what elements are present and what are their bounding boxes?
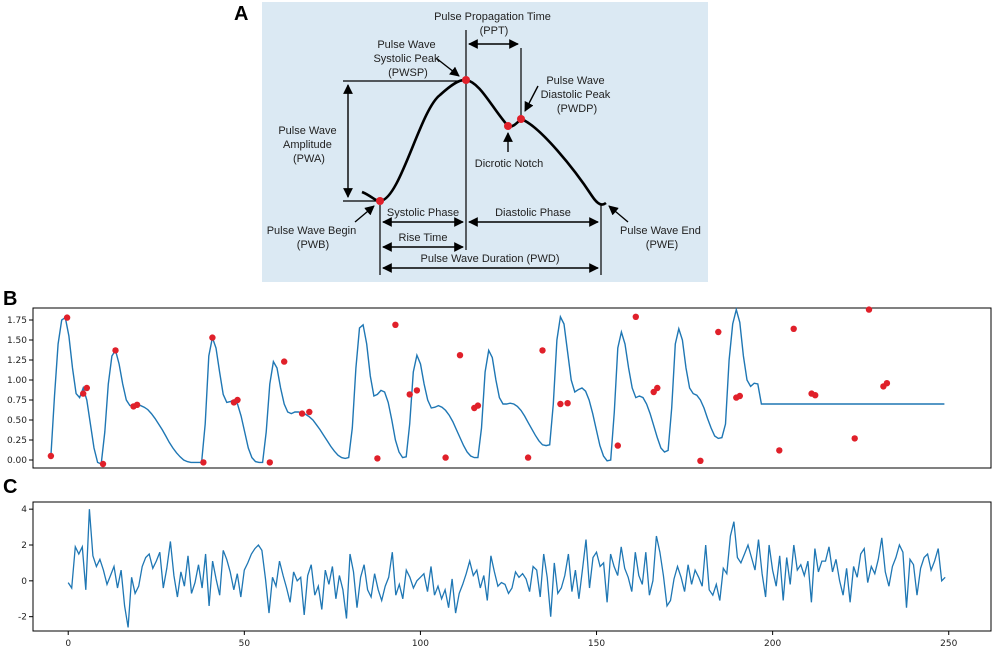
panel-b-key-point: [632, 313, 639, 320]
panel-b-frame: [32, 307, 992, 469]
ppt-label: Pulse Propagation Time (PPT): [434, 11, 554, 37]
panel-letter-b: B: [3, 288, 17, 310]
pwe-label: Pulse Wave End (PWE): [620, 225, 704, 251]
pwe-pointer: [608, 205, 629, 223]
panel-a-diagram: Pulse Propagation Time (PPT) Pulse Wave …: [262, 2, 708, 282]
panel-b-y-tick-label: 0.25: [7, 436, 27, 446]
panel-b-key-point: [281, 358, 288, 365]
panel-b-key-point: [306, 408, 313, 416]
panel-b-key-point: [133, 401, 141, 408]
panel-b-key-point: [736, 392, 743, 400]
dicrotic-notch-label: Dicrotic Notch: [475, 158, 543, 170]
panel-b-key-point: [406, 391, 413, 398]
panel-b-key-point: [812, 392, 819, 399]
panel-b-key-point: [865, 306, 873, 313]
panel-b-y-tick-label: 0.75: [7, 396, 27, 406]
panel-c-y-tick-label: 2: [21, 541, 27, 551]
panel-b-key-point: [539, 347, 546, 354]
diastolic-phase-label: Diastolic Phase: [495, 207, 571, 219]
rise-time-label: Rise Time: [399, 232, 448, 244]
panel-b-key-point: [474, 402, 482, 409]
panel-b-series-line: [50, 306, 945, 466]
panel-b-key-point: [209, 334, 216, 341]
panel-c-x-tick-label: 150: [588, 639, 605, 649]
panel-b-key-point: [697, 457, 704, 464]
pwdp-marker: [517, 115, 525, 123]
panel-b-y-tick-label: 1.00: [7, 376, 27, 386]
panel-b-y-tick-label: 0.00: [7, 456, 27, 466]
panel-b-y-tick-label: 1.50: [7, 336, 27, 346]
panel-b-key-point: [392, 321, 399, 328]
panel-b-key-point: [851, 435, 858, 442]
pulse-waveform: [361, 78, 607, 206]
pwd-label: Pulse Wave Duration (PWD): [421, 253, 560, 265]
panel-b-y-tick-label: 1.75: [7, 316, 27, 326]
panel-letter-c: C: [3, 476, 17, 498]
panel-c-frame: [32, 501, 992, 632]
pwdp-pointer: [524, 85, 539, 112]
pwb-pointer: [354, 205, 375, 223]
panel-c-y-tick-label: 4: [21, 505, 27, 515]
panel-c-y-tick-label: 0: [21, 577, 27, 587]
panel-b-key-point: [614, 442, 621, 449]
panel-c-y-ticks: -2 0 2 4: [18, 505, 33, 623]
pwb-label: Pulse Wave Begin (PWB): [267, 225, 360, 251]
dicrotic-notch-marker: [504, 122, 512, 130]
pwb-marker: [376, 197, 384, 205]
panel-b-y-ticks: 0.00 0.25 0.50 0.75 1.00 1.25 1.50 1.75: [7, 316, 33, 466]
pwsp-pointer: [435, 57, 460, 77]
panel-b-key-point: [456, 352, 464, 359]
panel-c-x-tick-label: 0: [65, 639, 71, 649]
panel-c-x-ticks: 0 50 100 150 200 250: [65, 631, 958, 649]
panel-c-x-tick-label: 50: [239, 639, 251, 649]
panel-b-key-point: [112, 347, 119, 354]
panel-b-key-point: [63, 314, 71, 321]
panel-b-key-point: [524, 454, 532, 461]
panel-b-key-point: [883, 380, 891, 387]
panel-b-key-point: [80, 390, 87, 397]
systolic-phase-label: Systolic Phase: [387, 207, 459, 219]
panel-b-key-point: [99, 460, 107, 468]
panel-b-y-tick-label: 0.50: [7, 416, 27, 426]
panel-b-key-point: [234, 396, 241, 404]
panel-b-y-tick-label: 1.25: [7, 356, 27, 366]
panel-c-x-tick-label: 200: [764, 639, 781, 649]
panel-b-key-point: [776, 447, 783, 454]
pwsp-label: Pulse Wave Systolic Peak (PWSP): [373, 39, 442, 79]
panel-b-key-point: [47, 452, 55, 460]
panel-c-y-tick-label: -2: [18, 613, 27, 623]
panel-b-key-point: [266, 459, 273, 466]
pwsp-marker: [462, 76, 470, 84]
panel-b-key-point: [374, 455, 381, 462]
panel-b-key-point: [298, 410, 306, 417]
pwdp-label: Pulse Wave Diastolic Peak (PWDP): [541, 75, 614, 115]
panel-b-key-points: [47, 306, 891, 468]
panel-c-x-tick-label: 100: [412, 639, 429, 649]
panel-b-key-point: [564, 400, 571, 407]
panel-letter-a: A: [234, 3, 248, 25]
panel-b-key-point: [790, 325, 797, 332]
panel-b-key-point: [654, 384, 661, 392]
panel-b-key-point: [557, 400, 564, 408]
panel-b-key-point: [715, 328, 722, 336]
panel-b-key-point: [200, 459, 207, 466]
panel-c-series-line: [67, 509, 946, 628]
pwa-label: Pulse Wave Amplitude (PWA): [278, 125, 339, 165]
panel-c-chart: -2 0 2 4 0 50 100 150 200 250: [18, 501, 992, 649]
panel-c-x-tick-label: 250: [940, 639, 957, 649]
panel-b-key-point: [442, 454, 449, 461]
panel-b-key-point: [83, 384, 91, 392]
panel-b-key-point: [413, 387, 421, 394]
panel-b-chart: 0.00 0.25 0.50 0.75 1.00 1.25 1.50 1.75: [7, 306, 992, 469]
